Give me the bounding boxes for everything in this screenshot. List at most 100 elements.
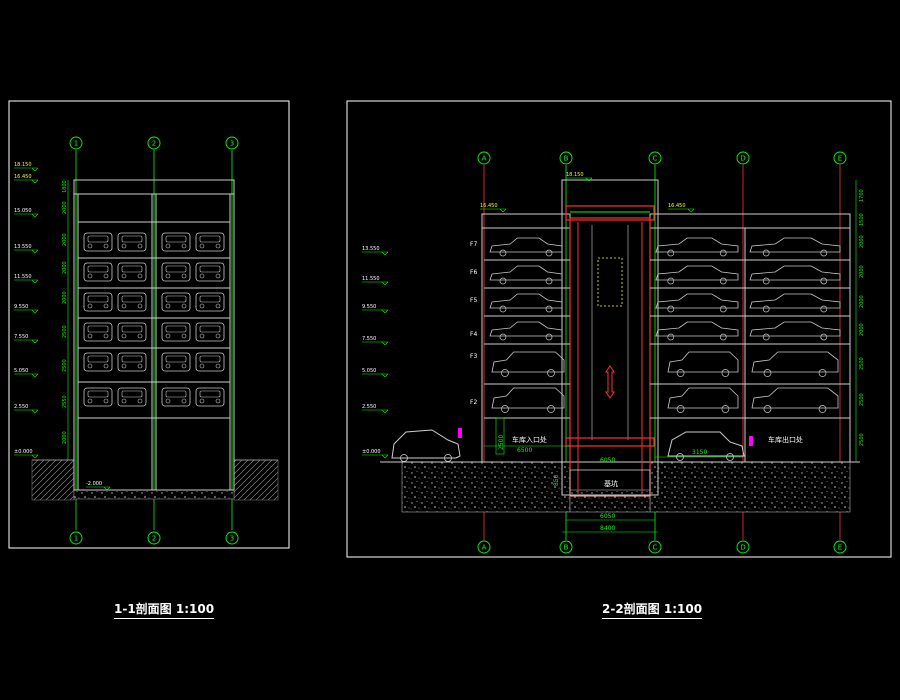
level-label-right: 11.550 — [362, 276, 380, 282]
parked-car-front-view — [195, 387, 225, 407]
axis-bubble-top-3: 3 — [225, 136, 239, 150]
parked-car-front-view — [117, 292, 147, 312]
core-width-label: 6050 — [600, 513, 615, 520]
floor-tag: F4 — [470, 331, 477, 338]
parked-suv-side-view — [667, 387, 739, 413]
car-outline — [749, 293, 841, 309]
level-label-right: 16.450 — [668, 203, 686, 209]
car-wheel — [763, 405, 772, 413]
level-label-right: 16.450 — [480, 203, 498, 209]
parked-car-front-view — [195, 352, 225, 372]
car-body — [161, 292, 191, 312]
car-light — [103, 333, 109, 339]
parked-car-front-view — [161, 262, 191, 282]
axis-bubble-bottom-1-label: 1 — [74, 535, 78, 543]
car-window — [199, 355, 221, 363]
level-label-right: 18.150 — [566, 172, 584, 178]
car-body — [161, 352, 191, 372]
level-mark-icon — [480, 208, 507, 213]
axis-bubble-top-C-circle — [648, 151, 662, 165]
level-mark-icon — [362, 251, 389, 256]
level-mark-icon — [14, 249, 39, 254]
axis-bubble-bottom-E-circle — [833, 540, 847, 554]
axis-bubble-bottom-3-label: 3 — [230, 535, 234, 543]
axis-bubble-top-B-circle — [559, 151, 573, 165]
level-mark-icon — [14, 409, 39, 414]
section-1-1-axis-lines — [75, 150, 233, 530]
level-label-left: 9.550 — [14, 304, 28, 310]
car-light — [181, 398, 187, 404]
axis-bubble-top-D-label: D — [740, 155, 745, 163]
car-light — [215, 273, 221, 279]
car-outline — [489, 265, 563, 281]
axis-bubble-top-B: B — [559, 151, 573, 165]
axis-bubble-bottom-3-circle — [225, 531, 239, 545]
dimension-label-left: 2000 — [62, 233, 68, 246]
car-light — [215, 303, 221, 309]
car-body — [195, 262, 225, 282]
car-wheel — [763, 369, 772, 377]
dimension-label-left: 2000 — [62, 201, 68, 214]
section-1-1-floor-slabs — [78, 221, 230, 419]
section-1-1-cars — [83, 232, 225, 407]
exit-width-label: 3150 — [692, 449, 707, 456]
car-outline — [655, 265, 739, 281]
dimension-label-right: 2000 — [859, 323, 865, 336]
car-wheel — [762, 305, 770, 313]
car-body — [117, 292, 147, 312]
car-light — [121, 398, 127, 404]
parked-car-front-view — [83, 262, 113, 282]
lift-direction-arrow — [605, 365, 615, 399]
dimension-label-left: 2000 — [62, 261, 68, 274]
car-light — [137, 333, 143, 339]
parked-car-side-view — [655, 293, 739, 313]
dimension-label-left: 1800 — [62, 180, 68, 193]
entry-marker-icon — [458, 428, 462, 438]
level-mark-icon — [566, 177, 593, 182]
car-light — [121, 273, 127, 279]
section-2-2-structure — [481, 179, 851, 496]
level-label-right: 9.550 — [362, 304, 376, 310]
axis-bubble-bottom-1: 1 — [69, 531, 83, 545]
axis-bubble-bottom-A: A — [477, 540, 491, 554]
axis-bubble-bottom-2: 2 — [147, 531, 161, 545]
axis-bubble-top-E-circle — [833, 151, 847, 165]
car-body — [195, 322, 225, 342]
car-body — [83, 387, 113, 407]
car-window — [87, 295, 109, 303]
dimension-label-right: 2500 — [859, 357, 865, 370]
car-body — [117, 232, 147, 252]
lift-core — [565, 205, 655, 497]
parked-car-side-view — [749, 265, 841, 285]
car-wheel — [676, 405, 685, 413]
section-2-2-cars — [489, 237, 841, 413]
car-body — [83, 262, 113, 282]
entry-height-bar — [495, 417, 505, 455]
car-outline — [655, 237, 739, 253]
section-1-1: 18.15016.45015.05013.55011.5509.5507.550… — [8, 100, 290, 549]
car-body — [195, 352, 225, 372]
car-window — [87, 355, 109, 363]
car-wheel — [820, 333, 828, 341]
section-1-1-structure — [73, 179, 235, 491]
parked-car-front-view — [161, 352, 191, 372]
car-light — [199, 243, 205, 249]
dimension-label-left: 2550 — [62, 395, 68, 408]
axis-bubble-bottom-D: D — [736, 540, 750, 554]
parked-car-side-view — [489, 265, 563, 285]
car-light — [165, 243, 171, 249]
car-light — [137, 273, 143, 279]
car-light — [87, 243, 93, 249]
car-outline — [751, 387, 839, 409]
pit-depth-label: 850 — [553, 474, 560, 486]
parked-car-side-view — [655, 237, 739, 257]
parked-car-front-view — [83, 352, 113, 372]
section-2-2-bottom-dimensions: 6050 8400 — [562, 513, 658, 533]
car-outline — [749, 321, 841, 337]
dimension-label-left: 2500 — [62, 325, 68, 338]
car-wheel — [667, 249, 675, 257]
car-window — [199, 235, 221, 243]
